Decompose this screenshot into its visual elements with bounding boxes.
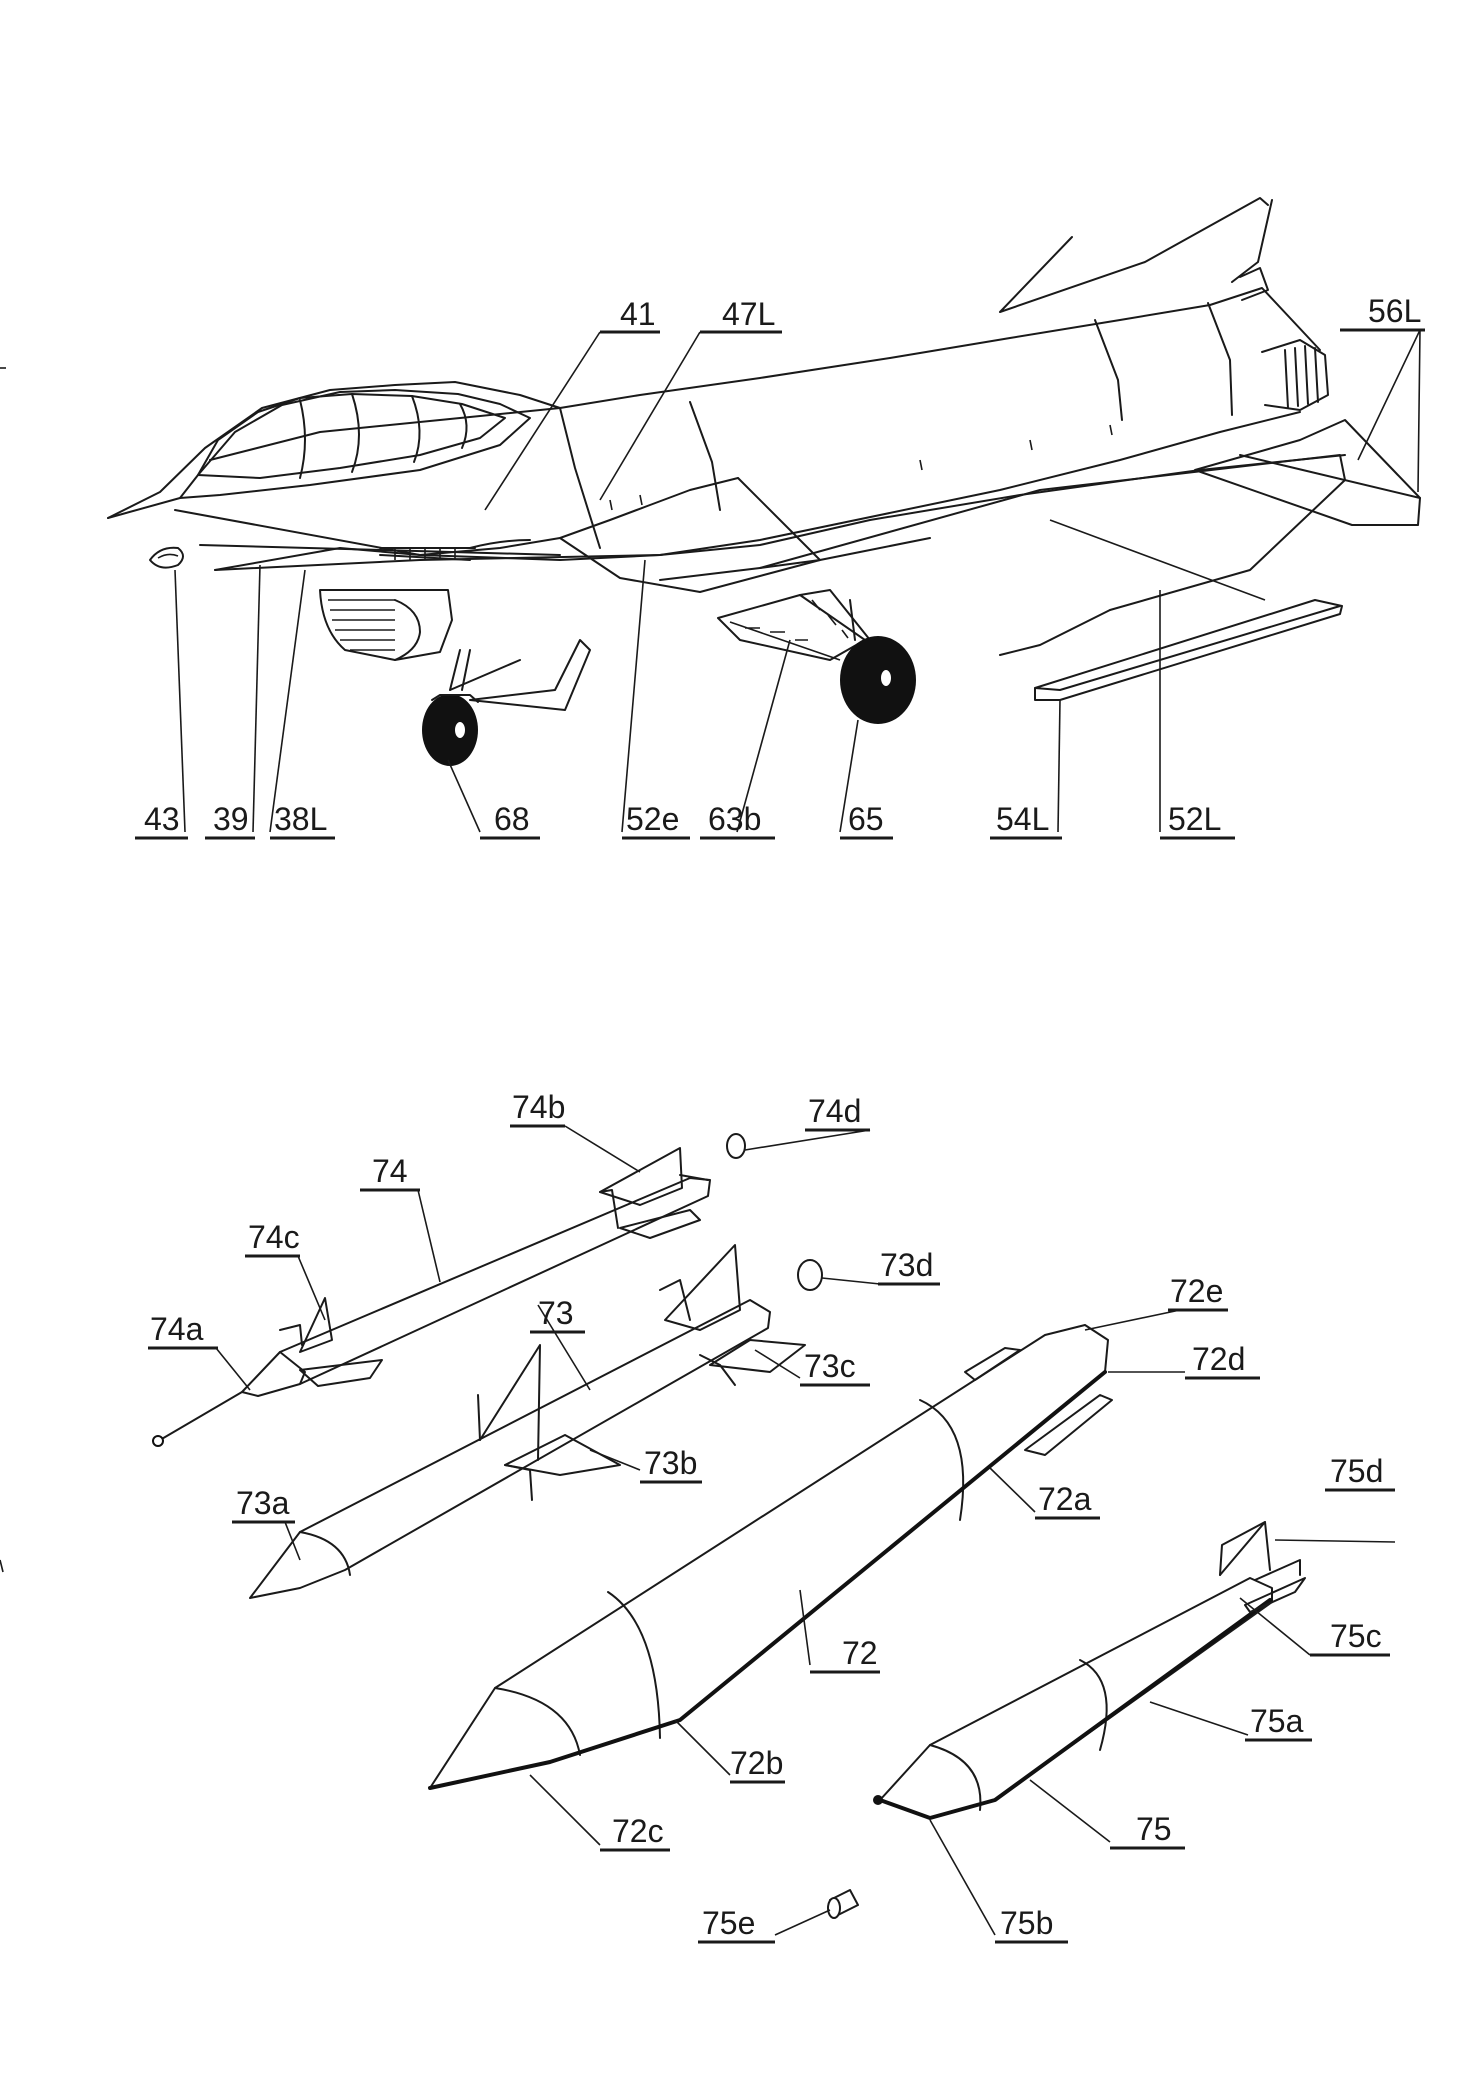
label-39: 39 xyxy=(213,801,249,837)
bomb-75 xyxy=(873,1521,1306,1820)
label-74b: 74b xyxy=(512,1089,565,1125)
label-72b: 72b xyxy=(730,1745,783,1781)
wingtip-missile-rail xyxy=(1034,599,1343,701)
aircraft-leader-lines xyxy=(174,329,1421,833)
label-75d: 75d xyxy=(1330,1453,1383,1489)
label-68: 68 xyxy=(494,801,530,837)
label-75: 75 xyxy=(1136,1811,1172,1847)
canopy xyxy=(179,389,531,499)
label-63b: 63b xyxy=(708,801,761,837)
fuel-tank-72 xyxy=(428,1324,1113,1790)
label-75b: 75b xyxy=(1000,1905,1053,1941)
label-73d: 73d xyxy=(880,1247,933,1283)
label-72a: 72a xyxy=(1038,1481,1092,1517)
exhaust-nozzle xyxy=(1261,339,1329,411)
label-56L: 56L xyxy=(1368,293,1421,329)
fuselage xyxy=(107,287,1321,561)
label-74c: 74c xyxy=(248,1219,300,1255)
label-73b: 73b xyxy=(644,1445,697,1481)
horizontal-tail xyxy=(1194,419,1421,526)
nose-probe xyxy=(107,497,181,519)
label-75c: 75c xyxy=(1330,1618,1382,1654)
label-75a: 75a xyxy=(1250,1703,1304,1739)
label-41: 41 xyxy=(620,296,656,332)
label-47L: 47L xyxy=(722,296,775,332)
label-74a: 74a xyxy=(150,1311,204,1347)
fuselage-panel-ticks xyxy=(609,424,1113,511)
part-73d-cap xyxy=(797,1259,823,1291)
label-75e: 75e xyxy=(702,1905,755,1941)
leading-edge-strake xyxy=(214,477,821,593)
scan-marks xyxy=(0,367,6,1573)
label-54L: 54L xyxy=(996,801,1049,837)
label-73: 73 xyxy=(538,1295,574,1331)
vertical-tail xyxy=(999,197,1273,313)
part-75e-fuse xyxy=(827,1889,859,1919)
missile-73 xyxy=(249,1244,806,1599)
aircraft-labels: 41 47L 56L 43 39 38L 68 52e 63b 65 54L 5… xyxy=(144,293,1421,837)
aircraft-illustration xyxy=(107,197,1421,766)
label-74: 74 xyxy=(372,1153,408,1189)
label-52e: 52e xyxy=(626,801,679,837)
label-74d: 74d xyxy=(808,1093,861,1129)
label-52L: 52L xyxy=(1168,801,1221,837)
label-72d: 72d xyxy=(1192,1341,1245,1377)
stores-labels: 74b 74d 74 74c 73d 72e 73 74a 73c 72d 73… xyxy=(150,1089,1383,1941)
stores-label-underlines xyxy=(148,1124,1395,1944)
label-72e: 72e xyxy=(1170,1273,1223,1309)
position-light xyxy=(149,546,184,569)
missile-74 xyxy=(152,1147,711,1447)
airbrake-detail xyxy=(469,539,531,549)
label-73a: 73a xyxy=(236,1485,290,1521)
label-38L: 38L xyxy=(274,801,327,837)
label-73c: 73c xyxy=(804,1348,856,1384)
main-landing-gear xyxy=(717,589,916,724)
stores-leader-lines xyxy=(215,1125,1396,1936)
label-72: 72 xyxy=(842,1635,878,1671)
nose-landing-gear xyxy=(422,649,521,766)
label-65: 65 xyxy=(848,801,884,837)
label-43: 43 xyxy=(144,801,180,837)
air-intake xyxy=(319,589,453,661)
label-72c: 72c xyxy=(612,1813,664,1849)
ventral-fin xyxy=(469,639,591,711)
part-74d-cap xyxy=(726,1133,746,1159)
aircraft-label-underlines xyxy=(135,328,1425,840)
